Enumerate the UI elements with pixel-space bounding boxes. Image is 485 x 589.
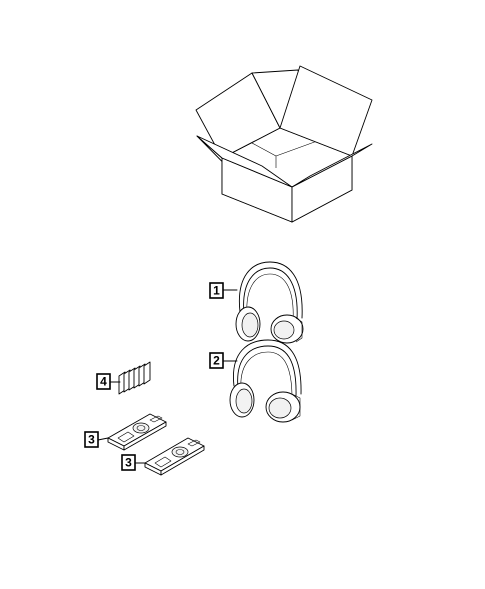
callout-4: 4 [96, 373, 111, 390]
callout-label: 2 [213, 354, 220, 368]
remote-control-illustration [107, 413, 167, 451]
remote-control-illustration [144, 437, 205, 476]
callout-1: 1 [209, 282, 224, 299]
callout-2: 2 [209, 352, 224, 369]
batteries-illustration [118, 361, 151, 395]
shipping-box-illustration [195, 65, 373, 223]
leader-line [97, 437, 109, 441]
callout-label: 4 [100, 375, 107, 389]
wireless-headphones-illustration [235, 261, 304, 344]
callout-3: 3 [84, 431, 99, 448]
callout-label: 3 [125, 456, 132, 470]
callout-label: 3 [88, 433, 95, 447]
callout-label: 1 [213, 284, 220, 298]
wireless-headphones-illustration [229, 339, 302, 423]
callout-3: 3 [121, 454, 136, 471]
